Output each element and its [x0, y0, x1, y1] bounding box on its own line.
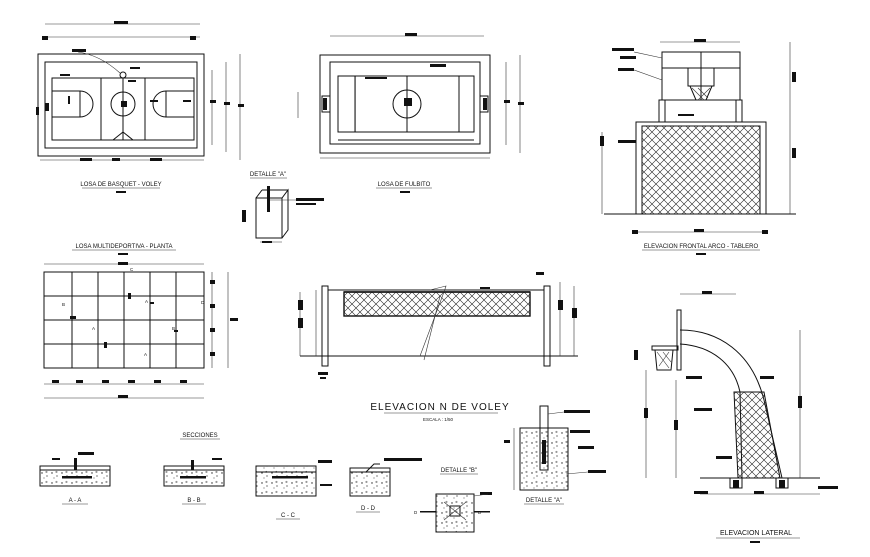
cut-mark-a-left: A: [92, 326, 95, 331]
front-elevation-hoop-backboard: ELEVACION FRONTAL ARCO - TABLERO: [600, 39, 796, 255]
plan-futsal-slab: LOSA DE FULBITO: [297, 33, 524, 193]
title-detalle-b: DETALLE "B": [441, 468, 477, 474]
section-b-b: B - B: [163, 458, 225, 505]
title-detalle-a-bottom: DETALLE "A": [526, 498, 562, 504]
title-elevacion-frontal: ELEVACION FRONTAL ARCO - TABLERO: [644, 244, 759, 250]
plan-multisport-slab-grid: LOSA MULTIDEPORTIVA - PLANTA C B A D A B…: [43, 244, 238, 399]
cut-mark-c-top: C: [130, 267, 134, 272]
scale-note: ESCALA : 1/50: [423, 417, 454, 422]
sections-group: SECCIONES A - A B - B: [39, 405, 606, 533]
title-losa-basquet: LOSA DE BASQUET - VOLEY: [80, 182, 161, 188]
title-detalle-a-top: DETALLE "A": [250, 172, 286, 178]
label-section-aa: A - A: [69, 498, 82, 504]
detail-a-bottom: DETALLE "A": [504, 405, 606, 505]
detail-a-top: DETALLE "A": [242, 172, 324, 243]
plan-basketball-volleyball-slab: LOSA DE BASQUET - VOLEY: [36, 21, 244, 193]
detail-b: DETALLE "B" D D: [414, 468, 492, 533]
cut-mark-d-detail-left: D: [414, 510, 418, 515]
title-elevacion-voley: ELEVACION N DE VOLEY: [370, 402, 509, 413]
section-c-c: C - C: [255, 460, 332, 520]
side-elevation-hoop: ELEVACION LATERAL: [634, 291, 838, 543]
label-section-bb: B - B: [187, 498, 200, 504]
section-a-a: A - A: [39, 452, 111, 505]
section-d-d: D - D: [349, 458, 422, 513]
cut-mark-d-right: D: [201, 300, 205, 305]
title-losa-fulbito: LOSA DE FULBITO: [378, 182, 431, 188]
cut-mark-a-mid: A: [145, 299, 148, 304]
title-secciones: SECCIONES: [182, 433, 217, 439]
cut-mark-b-right: B: [172, 326, 175, 331]
title-elevacion-lateral: ELEVACION LATERAL: [720, 530, 792, 537]
title-losa-multideportiva: LOSA MULTIDEPORTIVA - PLANTA: [76, 244, 173, 250]
cut-mark-b-left: B: [62, 302, 65, 307]
volleyball-net-elevation: ELEVACION N DE VOLEY ESCALA : 1/50: [298, 272, 578, 422]
label-section-dd: D - D: [361, 506, 376, 512]
label-section-cc: C - C: [281, 513, 296, 519]
cut-mark-a-bottom: A: [144, 352, 147, 357]
